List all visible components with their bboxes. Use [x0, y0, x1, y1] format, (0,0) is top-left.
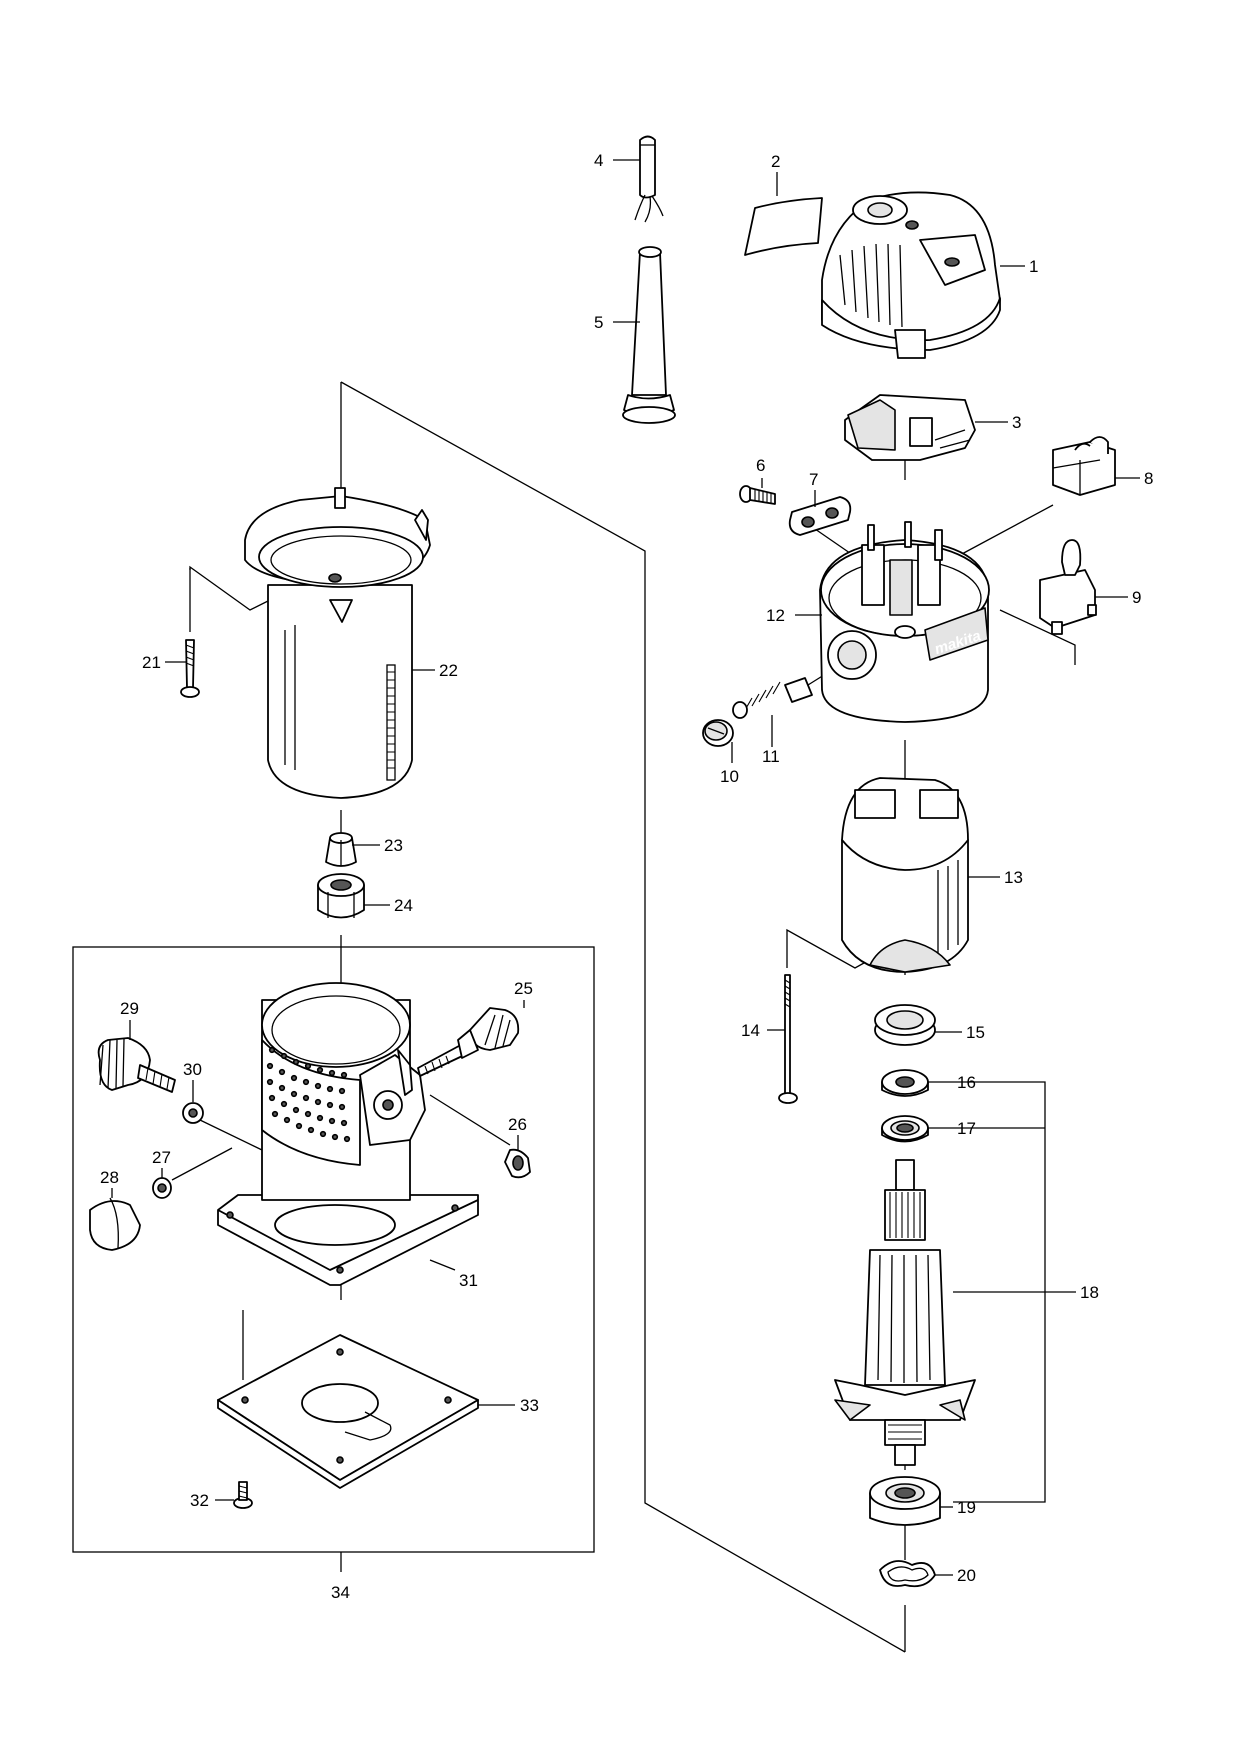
carbon-brush-part	[732, 677, 813, 719]
bearing-16	[881, 1069, 929, 1097]
callout-2: 2	[771, 152, 780, 171]
switch-part	[1039, 539, 1097, 635]
base-assembly-box	[72, 946, 595, 1553]
screw-32	[233, 1481, 253, 1509]
callout-21: 21	[142, 653, 161, 672]
callout-30: 30	[183, 1060, 202, 1079]
washer-30	[182, 1102, 204, 1124]
clamp-knob-28	[89, 1197, 141, 1251]
long-bolt-part	[778, 974, 798, 1104]
terminal-block-part	[1052, 436, 1116, 496]
callout-19: 19	[957, 1498, 976, 1517]
bearing-box-part	[874, 1004, 936, 1046]
collet-cone-part	[325, 832, 357, 867]
callout-18: 18	[1080, 1283, 1099, 1302]
callout-24: 24	[394, 896, 413, 915]
armature-part	[834, 1159, 976, 1466]
screw-6	[739, 485, 776, 505]
cord-guard-part	[622, 246, 676, 424]
callout-20: 20	[957, 1566, 976, 1585]
motor-housing-part: makita	[819, 521, 990, 723]
callout-31: 31	[459, 1271, 478, 1290]
screw-21	[180, 639, 200, 698]
washer-27	[152, 1177, 172, 1199]
motor-cover-part	[821, 191, 1001, 359]
callout-29: 29	[120, 999, 139, 1018]
callout-8: 8	[1144, 469, 1153, 488]
field-part	[841, 777, 969, 973]
callout-1: 1	[1029, 257, 1038, 276]
leader-lines	[111, 159, 1140, 1576]
adjust-knob-part	[417, 1007, 520, 1077]
trimmer-base-part	[217, 982, 479, 1286]
brush-holder-part	[844, 394, 976, 461]
grip-holes	[266, 1046, 351, 1143]
callout-labels: 1 2 3 4 5 6 7 8 9 10 11 12 13 14 15 16 1…	[100, 151, 1153, 1602]
bearing-17	[881, 1115, 929, 1143]
callout-32: 32	[190, 1491, 209, 1510]
callout-4: 4	[594, 151, 603, 170]
callout-5: 5	[594, 313, 603, 332]
cord-part	[634, 135, 664, 223]
callout-6: 6	[756, 456, 765, 475]
callout-33: 33	[520, 1396, 539, 1415]
callout-28: 28	[100, 1168, 119, 1187]
callout-15: 15	[966, 1023, 985, 1042]
callout-7: 7	[809, 470, 818, 489]
rubber-ring-part	[879, 1560, 936, 1588]
callout-9: 9	[1132, 588, 1141, 607]
brush-cap-part	[702, 719, 734, 747]
callout-11: 11	[762, 747, 780, 766]
callout-14: 14	[741, 1021, 760, 1040]
callout-12: 12	[766, 606, 785, 625]
base-plate-part	[217, 1334, 479, 1489]
callout-17: 17	[957, 1119, 976, 1138]
callout-34: 34	[331, 1583, 350, 1602]
callout-23: 23	[384, 836, 403, 855]
callout-22: 22	[439, 661, 458, 680]
callout-16: 16	[957, 1073, 976, 1092]
callout-3: 3	[1012, 413, 1021, 432]
cord-clamp-part	[788, 496, 852, 536]
label-part	[744, 197, 823, 256]
thumb-screw-29	[97, 1037, 176, 1093]
hex-nut-26	[504, 1148, 531, 1179]
callout-13: 13	[1004, 868, 1023, 887]
collet-nut-part	[317, 873, 365, 919]
bearing-19	[869, 1476, 941, 1526]
callout-27: 27	[152, 1148, 171, 1167]
callout-25: 25	[514, 979, 533, 998]
callout-10: 10	[720, 767, 739, 786]
callout-26: 26	[508, 1115, 527, 1134]
housing-cylinder-part	[244, 487, 431, 799]
